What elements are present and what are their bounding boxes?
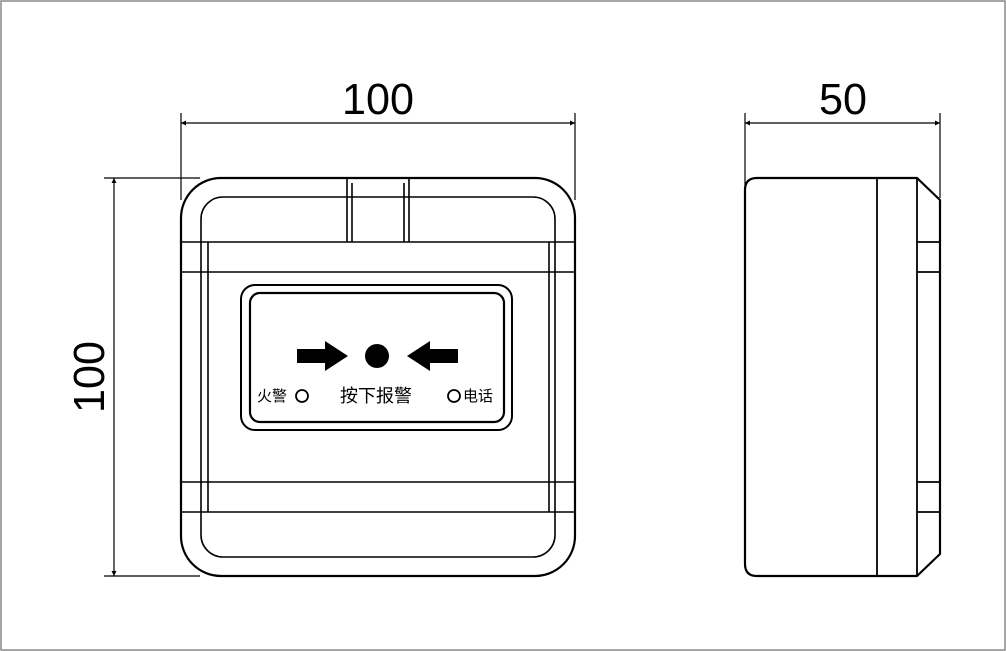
panel-content: 火警 按下报警 电话	[257, 341, 493, 407]
press-to-alarm-label: 按下报警	[340, 386, 412, 407]
front-width-label: 100	[342, 75, 414, 124]
arrow-right-icon	[297, 341, 348, 371]
fire-indicator-ring-icon	[295, 389, 309, 403]
phone-indicator-ring-icon	[447, 389, 461, 403]
filled-circle-icon	[365, 344, 389, 368]
front-inner-track	[200, 196, 556, 558]
side-depth-label: 50	[819, 75, 867, 124]
front-height-label: 100	[65, 341, 114, 413]
side-outer-body	[743, 176, 942, 578]
side-depth-dimension	[744, 113, 941, 198]
panel-window-outer	[240, 284, 513, 431]
fire-alarm-label: 火警	[257, 387, 287, 405]
side-view	[743, 176, 942, 578]
front-outer-body	[179, 176, 577, 578]
front-height-dimension	[104, 177, 200, 577]
panel-window-inner	[248, 291, 506, 424]
front-view	[179, 176, 577, 578]
phone-label: 电话	[463, 387, 493, 405]
top-notch	[346, 178, 410, 242]
front-width-dimension	[180, 113, 576, 200]
arrow-left-icon	[407, 341, 458, 371]
